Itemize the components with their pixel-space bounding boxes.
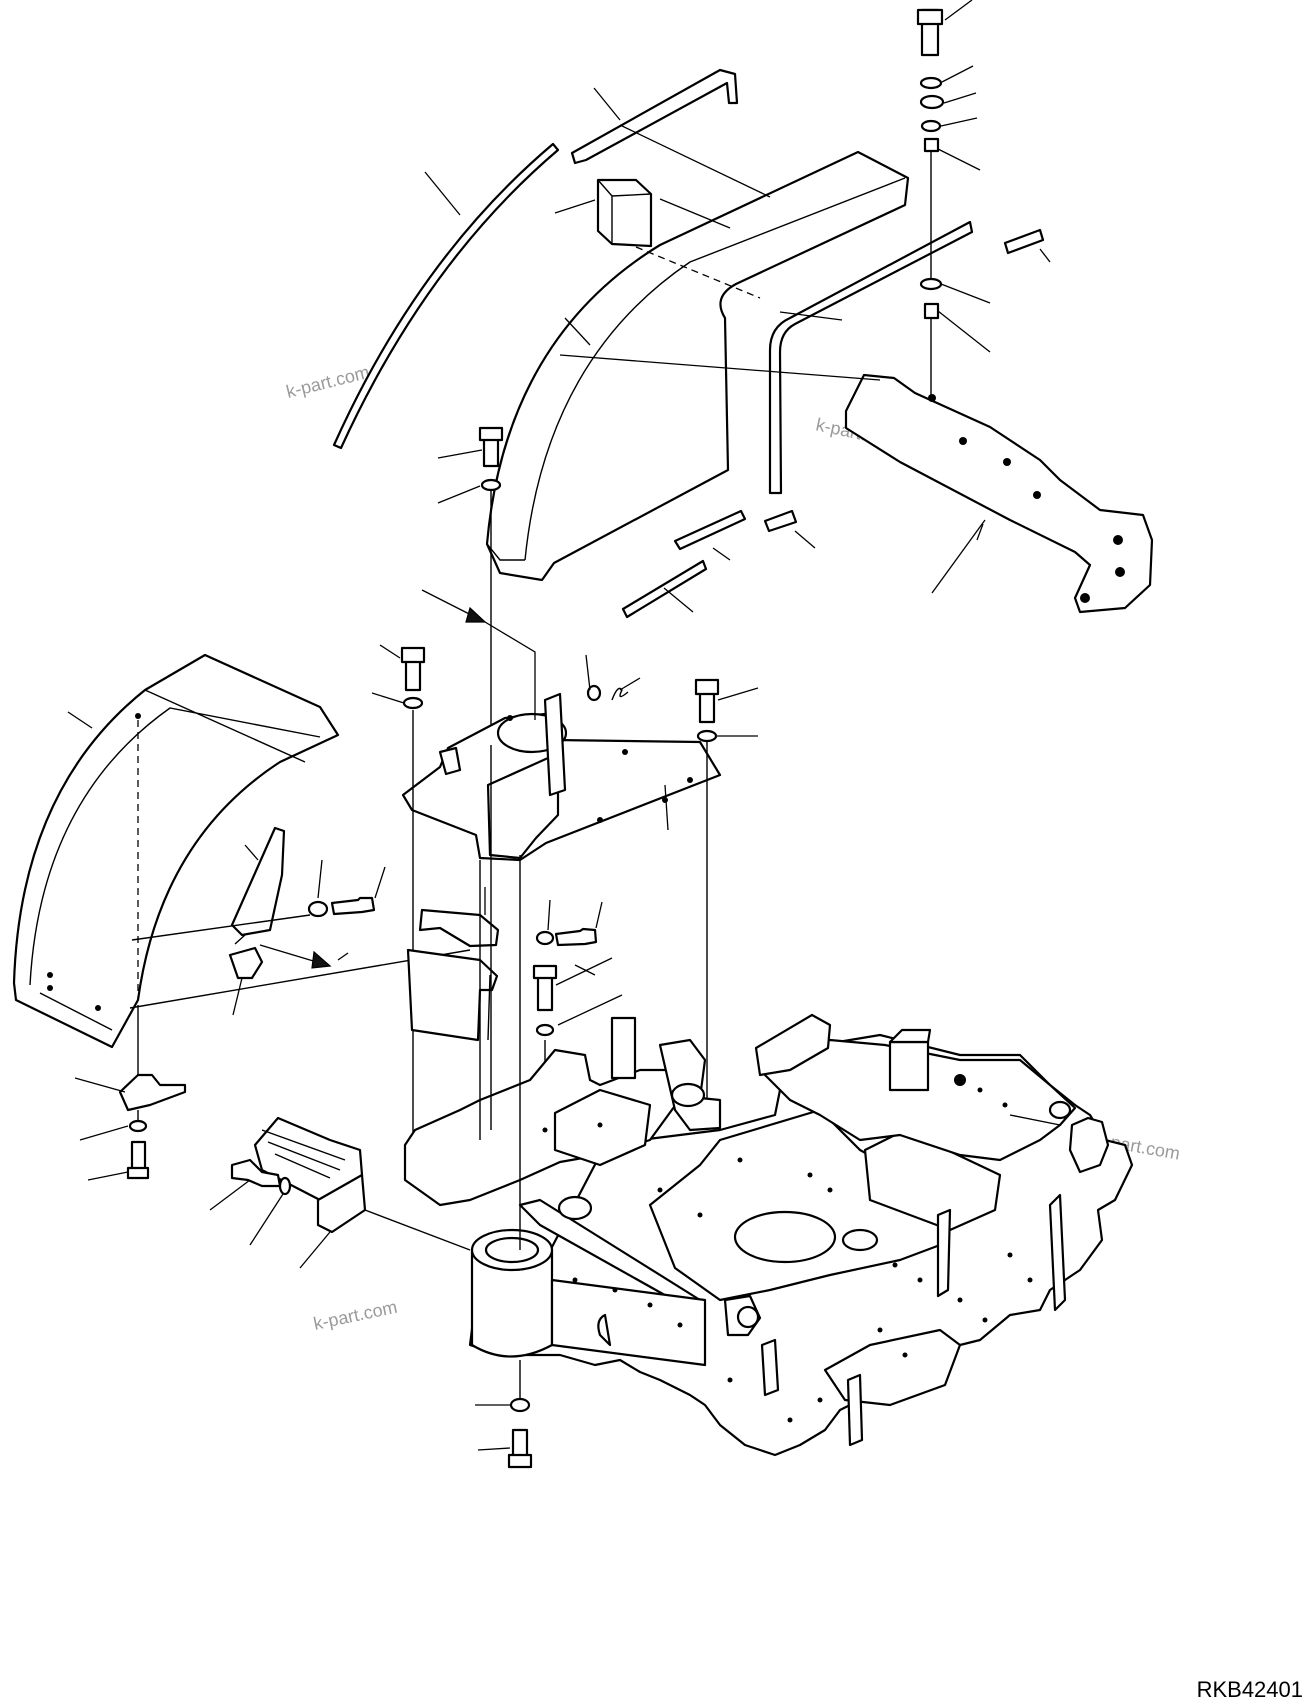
- fender-washer-1: [480, 478, 502, 492]
- washer-mid: [919, 277, 943, 291]
- drawing-code: RKB42401: [1196, 1677, 1303, 1702]
- right-bracket-plate: [844, 373, 1154, 614]
- frame-post-left: [610, 1016, 637, 1080]
- edge-seal-1: [673, 509, 747, 551]
- fender-pin: [228, 946, 264, 980]
- washer-left-2: [535, 930, 555, 946]
- frame-rear-stanchion: [1048, 1193, 1067, 1312]
- frame-rear-block: [1068, 1116, 1110, 1174]
- plate-washer-1: [402, 696, 424, 710]
- inner-bent-seal: [768, 220, 974, 495]
- bolt-sub-1: [536, 974, 554, 1012]
- bolt-left-2: [554, 927, 598, 947]
- edge-seal-3: [763, 509, 798, 533]
- step-bracket: [316, 1173, 367, 1234]
- frame-washer-bottom: [509, 1397, 531, 1413]
- frame-opening-left: [553, 1088, 652, 1167]
- rubber-block: [596, 178, 653, 248]
- frame-center-hole: [733, 1210, 837, 1264]
- fender-link-bracket: [230, 826, 286, 937]
- center-plate-group: [371, 589, 759, 1160]
- assembly-lines: [479, 745, 521, 1250]
- plate-washer-2: [696, 729, 718, 743]
- washer-top-2: [919, 94, 945, 110]
- spacer-mid: [923, 302, 940, 320]
- spacer-top: [923, 137, 940, 153]
- sub-bracket-2: [406, 948, 499, 1042]
- top-channel-seal: [570, 68, 739, 165]
- frame-lower-wall: [550, 1278, 707, 1367]
- left-fender-group: [12, 653, 598, 1181]
- frame-bolt-bottom: [511, 1428, 529, 1460]
- bolt-left-1: [330, 896, 376, 916]
- washer-lower: [128, 1119, 148, 1133]
- plate-washer-3: [586, 684, 602, 702]
- upper-fender-group: [332, 0, 1154, 745]
- washer-sub-1: [535, 1023, 555, 1037]
- frame-post-right: [888, 1040, 930, 1092]
- lower-fender-bracket: [118, 1073, 187, 1112]
- side-strip: [1003, 228, 1045, 255]
- frame-left-rail: [403, 1048, 692, 1207]
- plate-bolt-2: [698, 690, 716, 724]
- frame-right-bracket: [754, 1013, 832, 1077]
- watermark-4: k-part.com: [312, 1297, 399, 1334]
- plate-bolt-1: [404, 658, 422, 692]
- washer-top-3: [920, 119, 942, 133]
- step-washer: [278, 1176, 292, 1196]
- left-fender-cover: [12, 653, 340, 1049]
- curved-trim-strip: [332, 142, 560, 450]
- washer-left-1: [307, 900, 329, 918]
- revolving-frame: [209, 1013, 1134, 1469]
- frame-right-upright: [936, 1208, 952, 1298]
- washer-top-1: [919, 76, 943, 90]
- sub-bracket-1: [418, 908, 500, 948]
